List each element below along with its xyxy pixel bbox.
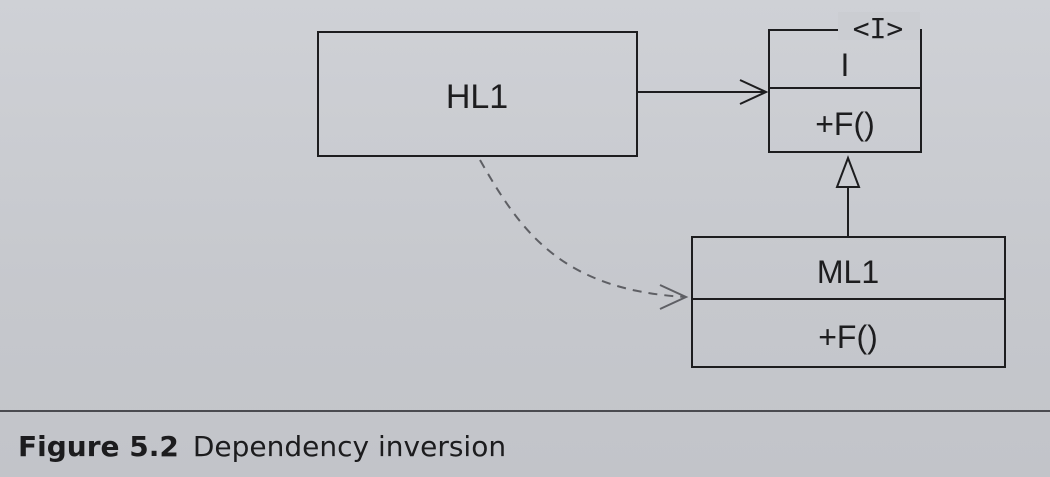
hl1-to-i-dependency-arrow	[637, 79, 769, 105]
ml1-to-i-realization-arrow	[835, 155, 861, 237]
class-hl1-name: HL1	[446, 78, 508, 116]
hl1-to-ml1-dashed-arrow	[479, 159, 689, 310]
figure-caption: Figure 5.2 Dependency inversion	[18, 430, 506, 463]
caption-rule	[0, 410, 1050, 412]
interface-stereotype: <I>	[853, 12, 904, 45]
class-hl1: HL1	[317, 31, 638, 157]
interface-i: <I> I +F()	[768, 12, 922, 153]
class-ml1: ML1 +F()	[691, 236, 1006, 368]
figure-title: Dependency inversion	[192, 430, 507, 463]
class-ml1-operation: +F()	[818, 319, 878, 355]
interface-stereotype-backdrop	[838, 12, 920, 40]
class-hl1-box	[317, 31, 638, 157]
interface-i-name: I	[841, 47, 850, 83]
class-ml1-name: ML1	[817, 254, 879, 290]
figure-number: Figure 5.2	[18, 430, 179, 463]
uml-diagram: HL1 <I> I +F() ML1 +F()	[317, 12, 1006, 368]
interface-i-operation: +F()	[815, 106, 875, 142]
